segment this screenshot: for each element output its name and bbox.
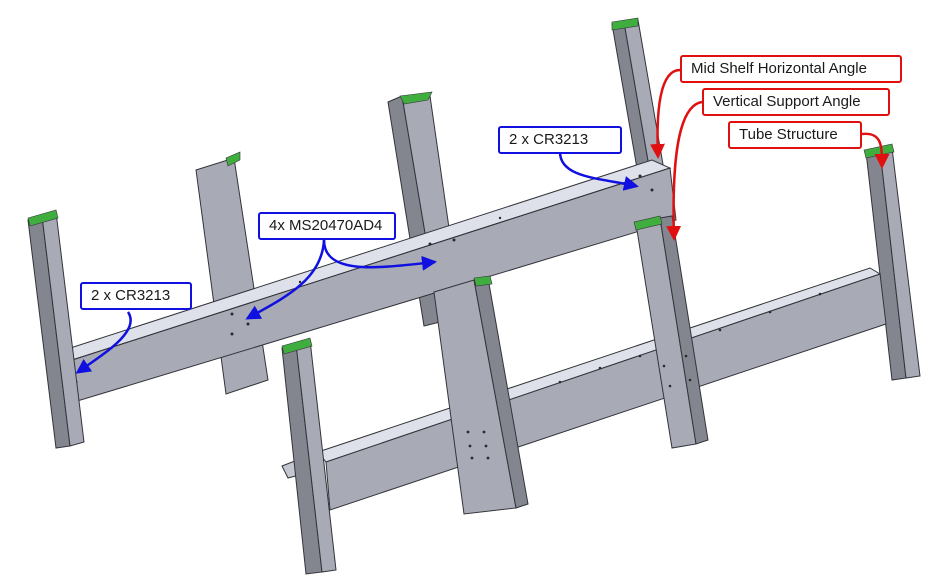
callout-mid-shelf-horizontal-angle: Mid Shelf Horizontal Angle xyxy=(680,55,902,83)
callout-tube-structure: Tube Structure xyxy=(728,121,862,149)
blue-leader-ms20470-left xyxy=(245,239,326,320)
red-leader-mid-shelf xyxy=(649,68,681,159)
blue-leader-cr3213-left xyxy=(75,311,132,374)
right-tube-post xyxy=(863,143,921,381)
vertical-support-angle xyxy=(633,215,709,449)
red-leader-tube-structure xyxy=(861,132,890,169)
blue-leader-ms20470-right xyxy=(322,239,437,271)
mid-shelf-horizontal-angle xyxy=(57,159,677,403)
callout-ms20470ad4: 4x MS20470AD4 xyxy=(258,212,396,240)
lower-left-tube-post xyxy=(281,337,337,575)
front-center-vertical-angle xyxy=(433,275,529,515)
callout-cr3213-left: 2 x CR3213 xyxy=(80,282,192,310)
red-leader-vertical-support xyxy=(666,100,703,241)
callout-vertical-support-angle: Vertical Support Angle xyxy=(702,88,890,116)
callout-cr3213-top: 2 x CR3213 xyxy=(498,126,622,154)
left-tube-post xyxy=(27,209,85,449)
blue-leader-cr3213-top xyxy=(558,151,639,191)
